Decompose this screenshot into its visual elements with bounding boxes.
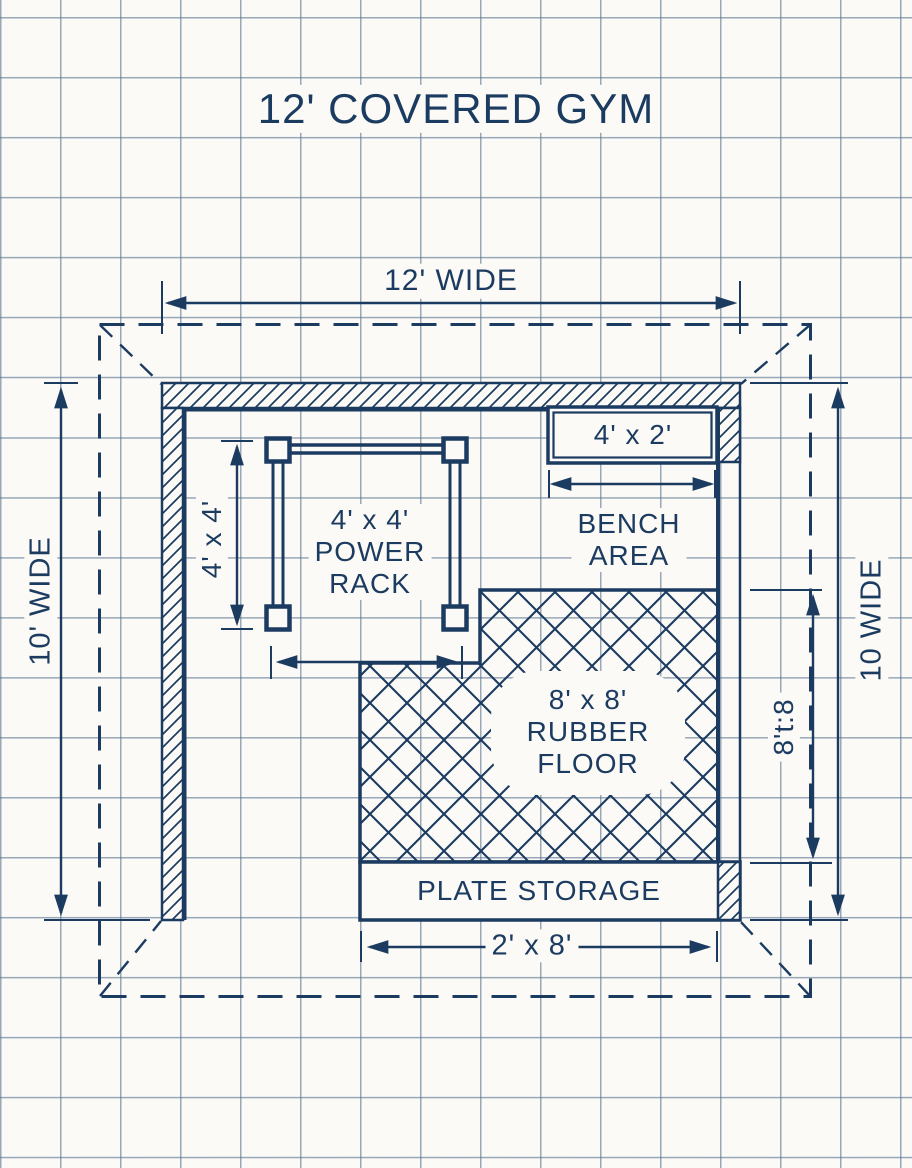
roof-corner-tie-lines xyxy=(99,324,811,997)
bench-area-line1: BENCH xyxy=(577,508,681,539)
dim-rubber-height-ticks xyxy=(750,589,832,864)
rubber-floor-area xyxy=(358,588,720,864)
power-rack-size: 4' x 4' xyxy=(330,504,410,535)
plate-storage-wall-hatch xyxy=(716,860,742,922)
roof-overhang-outline xyxy=(98,323,812,998)
dim-label-top-width: 12' WIDE xyxy=(378,263,524,299)
wall-right xyxy=(716,406,742,922)
rack-posts xyxy=(264,436,469,632)
plate-storage-label: PLATE STORAGE xyxy=(417,874,661,906)
power-rack-symbol xyxy=(264,436,469,632)
dim-plate-width-ticks xyxy=(360,931,718,962)
rubber-floor-name-line1: RUBBER xyxy=(526,716,650,747)
dim-bench-width-ticks xyxy=(548,470,716,498)
dim-rack-side-ticks xyxy=(221,440,253,630)
rack-side-rails xyxy=(271,460,462,607)
power-rack-name-line1: POWER xyxy=(314,536,426,567)
dim-label-plate-width: 2' x 8' xyxy=(485,929,579,963)
rubber-floor-size: 8' x 8' xyxy=(548,684,628,715)
bench-area-label: BENCH AREA xyxy=(571,508,687,572)
rubber-floor-name-line2: FLOOR xyxy=(537,748,639,779)
rubber-floor-label: 8' x 8' RUBBER FLOOR xyxy=(521,684,656,780)
rack-top-rails xyxy=(289,443,443,455)
bench-box xyxy=(546,405,719,465)
wall-left xyxy=(160,406,185,922)
dim-left-height-ticks xyxy=(44,382,150,921)
wall-top xyxy=(160,381,742,410)
power-rack-label: 4' x 4' POWER RACK xyxy=(308,504,432,600)
wall-right-upper-hatch xyxy=(716,406,742,464)
page-title: 12' COVERED GYM xyxy=(251,84,661,134)
rubber-floor-label-blob xyxy=(491,671,685,795)
dim-label-rubber-height: 8't:8 xyxy=(767,692,801,762)
power-rack-name-line2: RACK xyxy=(329,568,411,599)
bench-area-line2: AREA xyxy=(588,540,670,571)
dim-right-height-ticks xyxy=(750,382,848,921)
dim-label-right-height: 10 WIDE xyxy=(855,552,889,688)
plate-storage-box xyxy=(358,860,742,922)
dim-label-left-height: 10' WIDE xyxy=(24,530,58,672)
dim-top-width-ticks xyxy=(161,281,741,334)
dim-label-rack-side: 4' x 4' xyxy=(195,493,229,585)
bench-size-label: 4' x 2' xyxy=(593,418,673,450)
